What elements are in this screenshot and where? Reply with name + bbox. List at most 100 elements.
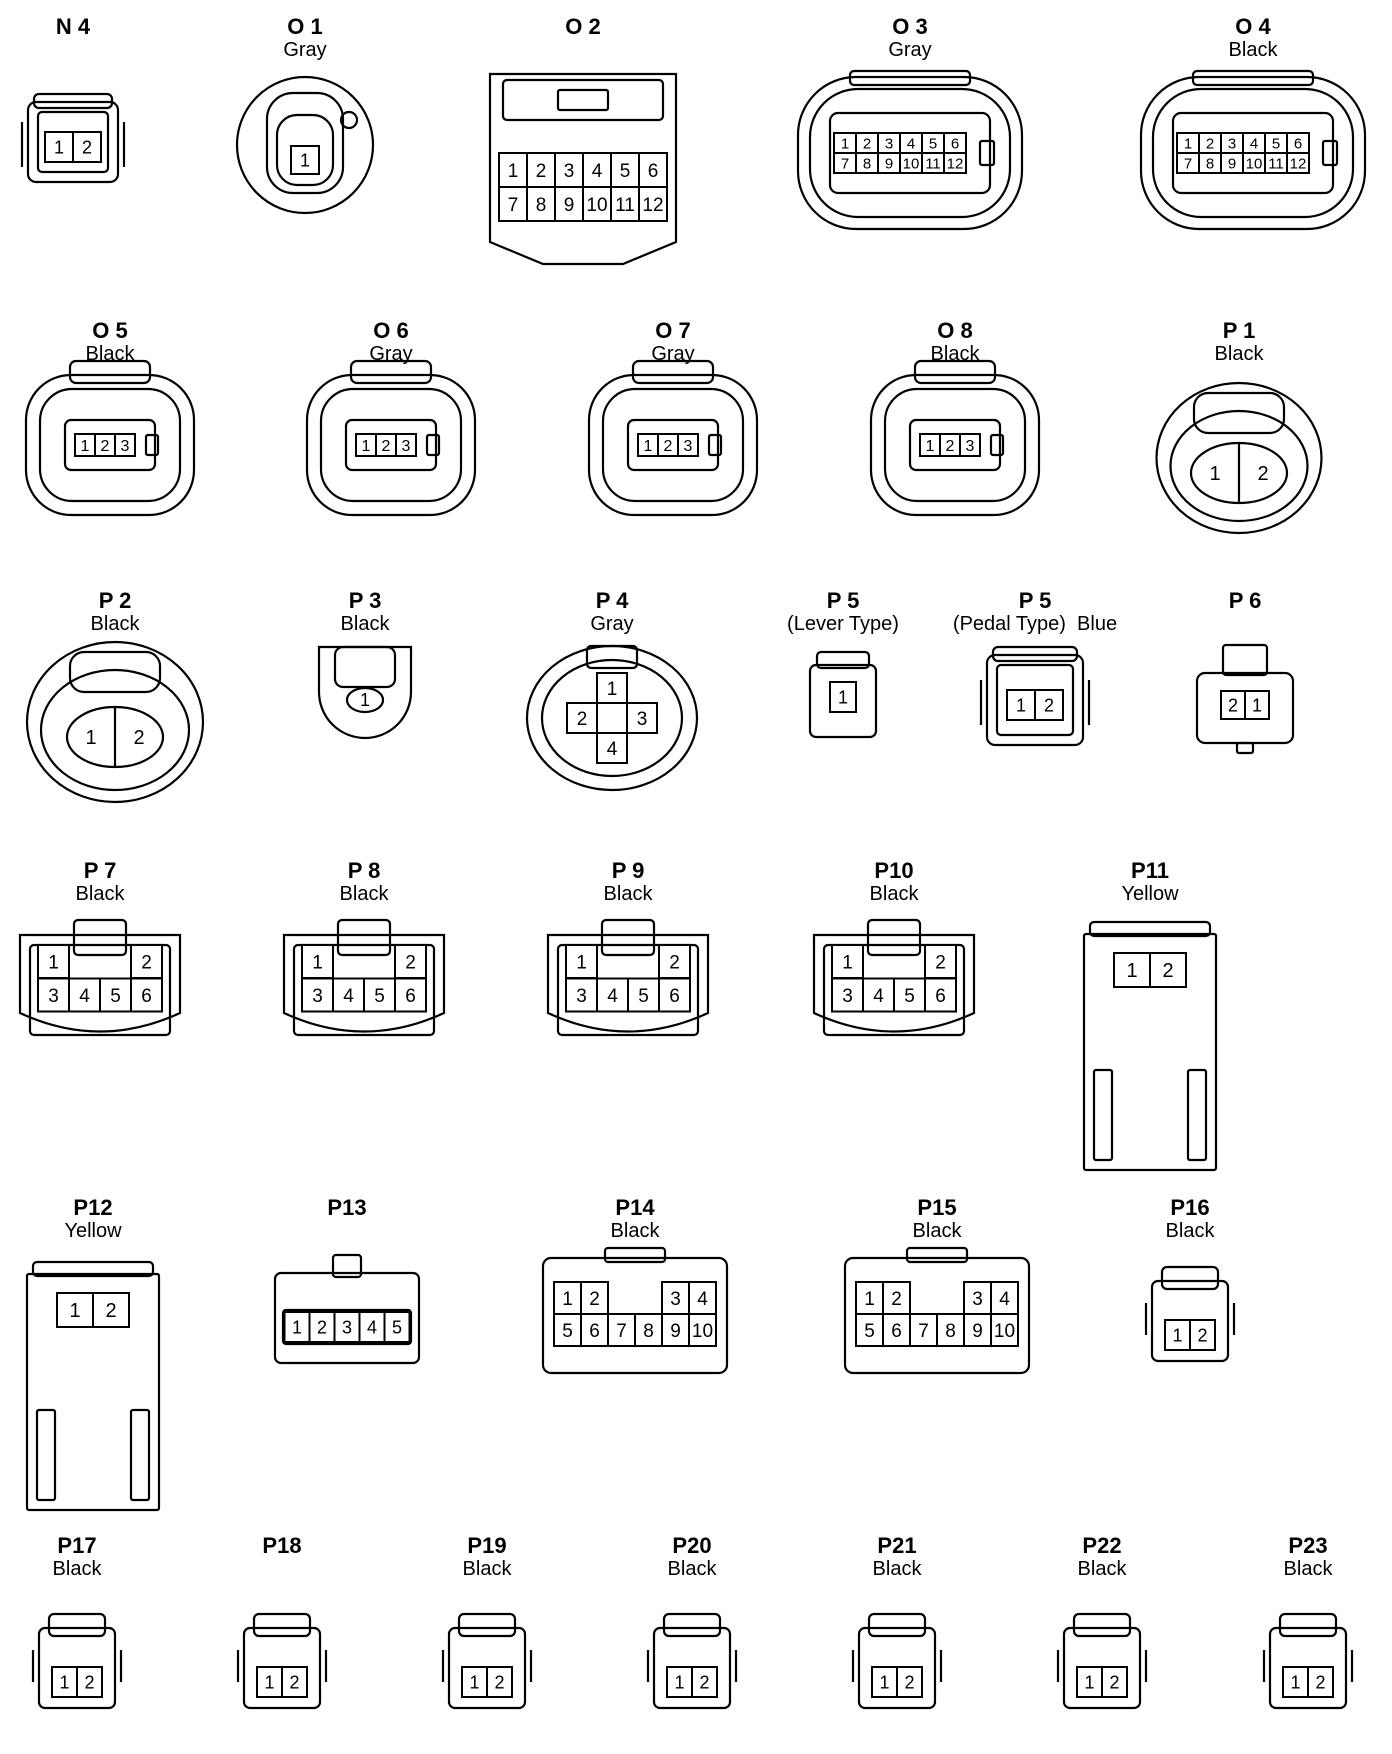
housing: [985, 653, 1085, 747]
key: [425, 433, 441, 457]
pin-cell: [553, 1313, 582, 1347]
latch: [72, 918, 128, 957]
latch: [1278, 1612, 1338, 1638]
pin-number: 5: [620, 161, 631, 182]
pin-number: 1: [1016, 695, 1026, 715]
pin-number: 3: [121, 438, 130, 455]
housing: [282, 933, 446, 1033]
connector-color-label: Black: [75, 883, 125, 905]
pin-number: 5: [110, 986, 121, 1007]
outer-shell: [796, 75, 1024, 231]
pin-cell: [596, 732, 628, 764]
connector-id-label: P16: [1170, 1195, 1210, 1220]
pin-number: 2: [1206, 135, 1214, 152]
housing: [25, 1272, 161, 1512]
latch: [991, 645, 1079, 663]
pin-number: 3: [564, 161, 575, 182]
housing: [541, 1256, 729, 1375]
housing-inner: [995, 663, 1075, 737]
pin-number: 2: [289, 1672, 299, 1692]
connector-id-label: P18: [262, 1533, 302, 1558]
pin-frame: [908, 418, 1002, 472]
connector-color-label: Black: [1214, 343, 1264, 365]
latch: [333, 645, 397, 689]
housing: [242, 1626, 322, 1710]
outer-shell: [869, 373, 1041, 517]
latch: [913, 359, 997, 385]
housing: [812, 933, 976, 1033]
pin-number: 2: [101, 438, 110, 455]
housing: [1268, 1626, 1348, 1710]
top-window: [501, 78, 665, 122]
pin-cell: [358, 1311, 386, 1343]
connector-id-label: O 6: [373, 318, 409, 343]
pin-number: 6: [589, 1321, 600, 1342]
pin-number: 12: [642, 195, 663, 216]
connector-id-label: P 6: [1228, 588, 1262, 613]
pin-number: 10: [586, 195, 607, 216]
pin-number: 4: [999, 1289, 1010, 1310]
pin-frame: [63, 418, 157, 472]
connector-id-label: P 7: [83, 858, 117, 883]
connector-id-label: P14: [615, 1195, 655, 1220]
pin-number: 11: [615, 195, 635, 216]
pin-cell: [526, 186, 556, 222]
connector-id-label: P 5: [826, 588, 860, 613]
latch: [349, 359, 433, 385]
pin-number: 1: [292, 1317, 302, 1337]
rail: [1092, 1068, 1114, 1162]
pin-number: 1: [264, 1672, 274, 1692]
pin-number: 1: [48, 953, 59, 974]
pin-number: 1: [1290, 1672, 1300, 1692]
pin-number: 6: [951, 135, 959, 152]
pin-number: 8: [863, 155, 871, 172]
rail: [35, 1408, 57, 1502]
pin-number: 3: [972, 1289, 983, 1310]
pin-number: 2: [1228, 695, 1238, 715]
pin-number: 2: [664, 438, 673, 455]
pin-cell: [638, 186, 668, 222]
latch: [1088, 920, 1212, 938]
housing: [546, 933, 710, 1033]
pin-cell: [959, 433, 981, 457]
latch: [600, 918, 656, 957]
connector-id-label: P 8: [347, 858, 381, 883]
pin-number: 2: [536, 161, 547, 182]
pin-number: 1: [300, 150, 310, 170]
connector-color-label: Black: [872, 1558, 922, 1580]
key: [707, 433, 723, 457]
pin-number: 1: [926, 438, 935, 455]
pin-number: 1: [59, 1672, 69, 1692]
pin-frame: [292, 943, 436, 1037]
pin-number: 1: [864, 1289, 875, 1310]
pin-number: 4: [607, 986, 618, 1007]
pin-number: 10: [692, 1321, 713, 1342]
pin-number: 2: [317, 1317, 327, 1337]
connector-color-label: Black: [462, 1558, 512, 1580]
housing: [1062, 1626, 1142, 1710]
pin-number: 1: [1209, 463, 1220, 485]
housing: [1150, 1279, 1230, 1363]
pin-number: 3: [576, 986, 587, 1007]
pin-cell: [626, 702, 658, 734]
pin-number: 1: [69, 1300, 80, 1322]
pin-number: 5: [374, 986, 385, 1007]
pin-cell: [1189, 1319, 1216, 1351]
pin-cell: [924, 977, 957, 1013]
pin-cell: [37, 944, 70, 979]
body: [265, 91, 345, 195]
latch: [68, 650, 162, 694]
pin-number: 3: [966, 438, 975, 455]
connector-p3-drawing: 1: [317, 645, 413, 740]
connector-id-label: P19: [467, 1533, 507, 1558]
inner-shell: [1169, 409, 1309, 523]
pin-number: 11: [925, 155, 941, 172]
